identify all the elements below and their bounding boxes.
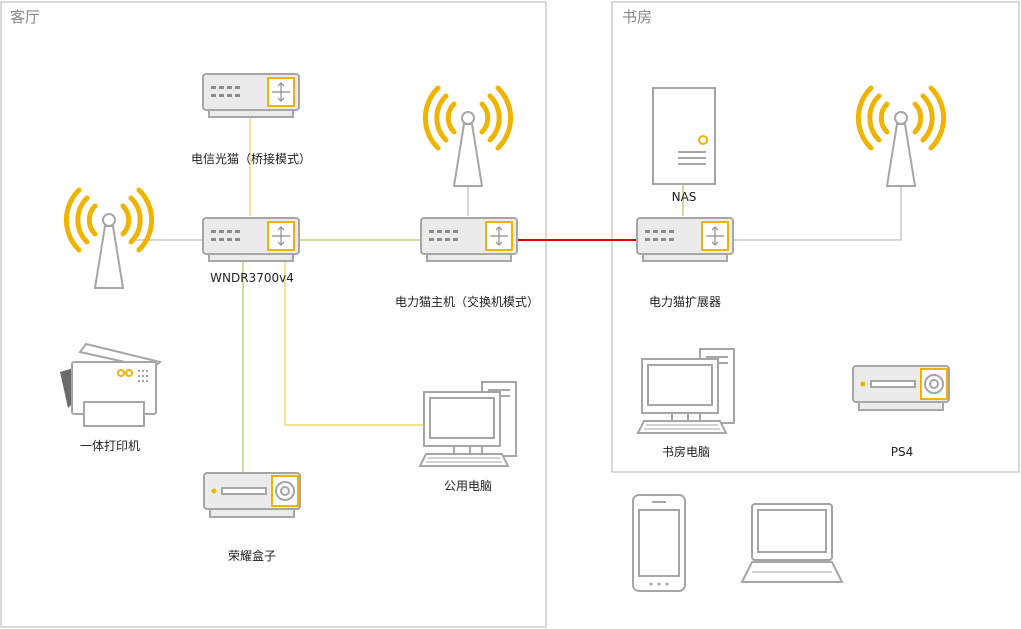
set-top-box-icon: [852, 365, 950, 411]
label-nas: NAS: [672, 190, 697, 204]
switch-icon: [420, 217, 518, 262]
switch-icon: [202, 73, 300, 118]
desktop-pc-icon: [637, 348, 735, 434]
server-tower-icon: [652, 87, 716, 185]
switch-icon: [636, 217, 734, 262]
label-ps4: PS4: [891, 445, 914, 459]
printer: 一体打印机: [60, 342, 163, 453]
room-label-living: 客厅: [10, 8, 40, 26]
smartphone-icon: [632, 494, 686, 592]
study-pc: 书房电脑: [637, 348, 735, 459]
wifi-antenna-icon: [858, 88, 943, 186]
plc-extender: 电力猫扩展器: [636, 217, 734, 309]
room-living: 客厅: [0, 1, 547, 628]
label-study-pc: 书房电脑: [662, 444, 710, 459]
wifi-antenna-icon: [425, 88, 510, 186]
router: WNDR3700v4: [202, 217, 300, 285]
label-public-pc: 公用电脑: [444, 479, 492, 493]
telecom-modem: 电信光猫（桥接模式）: [191, 73, 311, 166]
nas: NAS: [652, 87, 716, 204]
room-study: 书房: [611, 1, 1020, 473]
wifi-antenna-icon: [66, 190, 151, 288]
label-printer: 一体打印机: [80, 439, 140, 453]
label-plc-master: 电力猫主机（交换机模式）: [395, 294, 539, 309]
laptop-icon: [740, 503, 844, 583]
public-pc: 公用电脑: [419, 381, 517, 493]
link-extender-antenna: [733, 186, 902, 241]
ps4: PS4: [852, 365, 950, 459]
label-plc-extender: 电力猫扩展器: [649, 295, 721, 309]
link-router-publicpc: [284, 262, 428, 426]
desktop-pc-icon: [419, 381, 517, 467]
switch-icon: [202, 217, 300, 262]
label-telecom-modem: 电信光猫（桥接模式）: [191, 151, 311, 166]
label-router: WNDR3700v4: [210, 271, 294, 285]
links: [130, 118, 902, 472]
set-top-box-icon: [203, 472, 301, 518]
tv-box: 荣耀盒子: [203, 472, 301, 563]
printer-icon: [60, 342, 163, 427]
label-tv-box: 荣耀盒子: [228, 548, 276, 563]
plc-master: 电力猫主机（交换机模式）: [395, 217, 539, 309]
room-label-study: 书房: [622, 8, 652, 26]
